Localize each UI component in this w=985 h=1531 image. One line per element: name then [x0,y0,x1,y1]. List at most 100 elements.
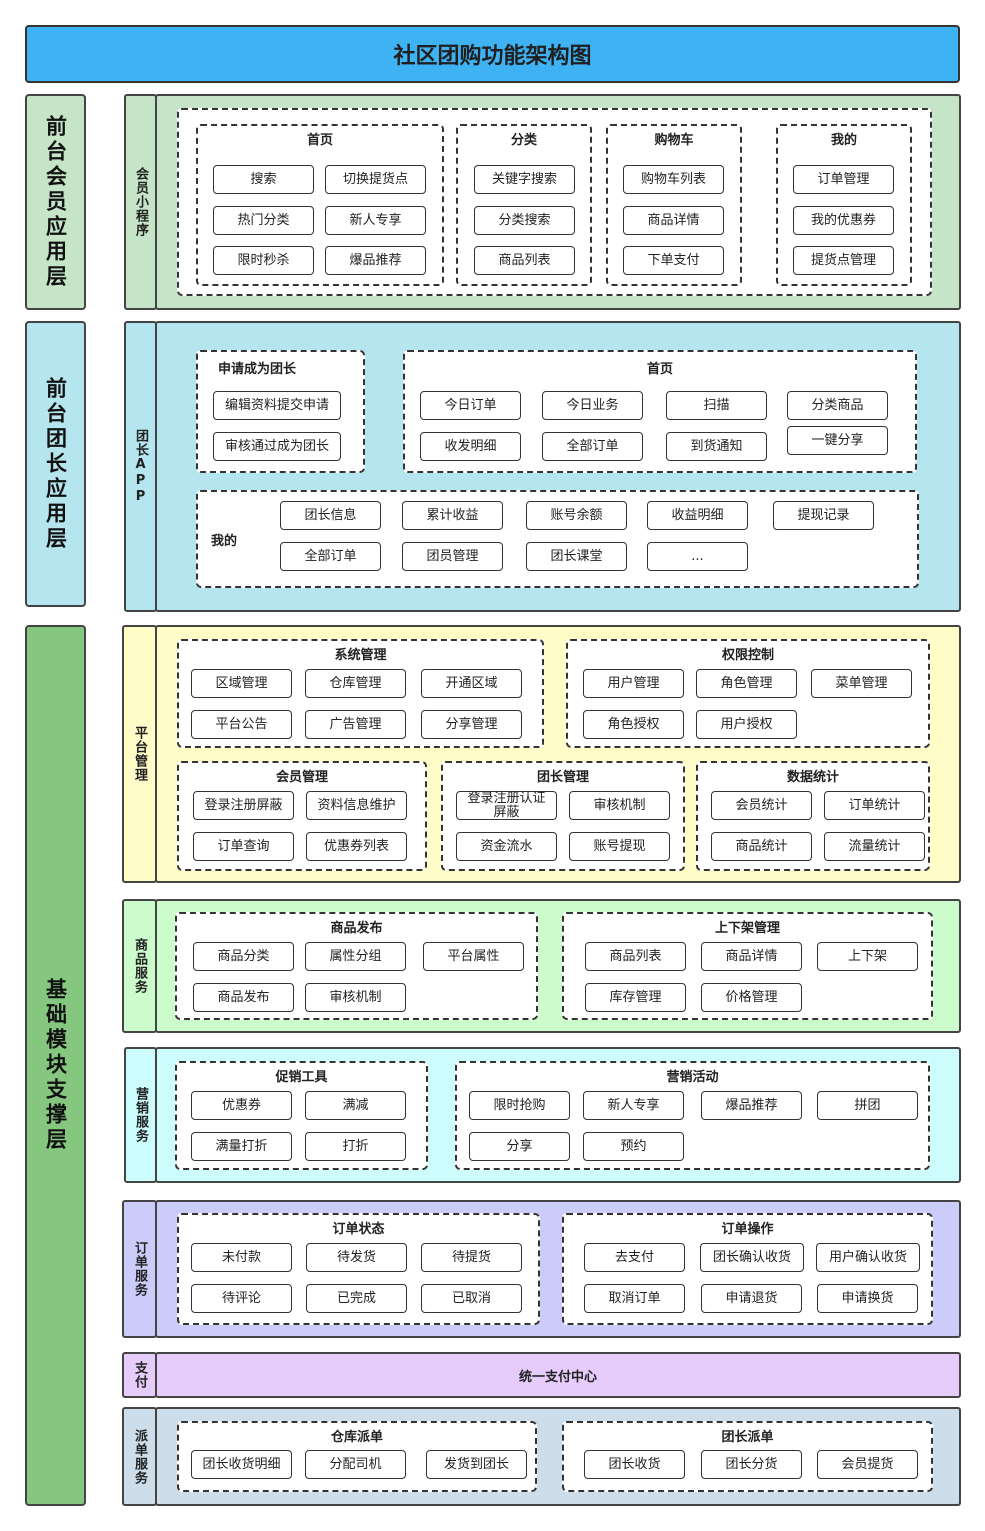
feature-box: 流量统计 [824,832,925,861]
feature-box: 新人专享 [583,1091,684,1120]
feature-box: 分享 [469,1132,570,1161]
feature-box: 上下架 [817,942,918,971]
feature-box: 角色授权 [583,710,684,739]
group-title: 分类 [510,133,537,148]
feature-box: 扫描 [666,391,767,420]
feature-box: 商品分类 [193,942,294,971]
feature-box: 属性分组 [305,942,406,971]
group-title: 营销活动 [666,1070,719,1085]
feature-box: 商品列表 [474,246,575,275]
feature-box: 今日订单 [420,391,521,420]
feature-box: 商品统计 [711,832,812,861]
feature-box: 平台属性 [423,942,524,971]
section-payment: 统一支付中心 [155,1352,961,1398]
feature-box: 满减 [305,1091,406,1120]
feature-box: 热门分类 [213,206,314,235]
feature-box: 订单查询 [193,832,294,861]
feature-box: 拼团 [817,1091,918,1120]
feature-box: 商品详情 [623,206,724,235]
feature-box: 分类搜索 [474,206,575,235]
feature-box: 满量打折 [191,1132,292,1161]
feature-box: 商品详情 [701,942,802,971]
group-title: 我的 [830,133,857,148]
feature-box: 待提货 [421,1243,522,1272]
feature-box: 团员管理 [402,542,503,571]
feature-box: 切换提货点 [325,165,426,194]
group-title: 首页 [646,362,673,377]
feature-box: 订单管理 [793,165,894,194]
feature-box: 申请退货 [701,1284,802,1313]
feature-box: 团长课堂 [526,542,627,571]
feature-box: 我的优惠券 [793,206,894,235]
group-title: 订单状态 [332,1222,385,1237]
section-label-payment: 支付 [122,1352,157,1398]
group-title: 我的 [211,534,238,549]
feature-box: 团长分货 [701,1450,802,1479]
group-title: 购物车 [654,133,694,148]
feature-box: ... [647,542,748,571]
feature-box: 分享管理 [421,710,522,739]
feature-box: 订单统计 [824,791,925,820]
feature-box: 今日业务 [542,391,643,420]
feature-box: 收发明细 [420,432,521,461]
section-label-goods: 商品服务 [122,899,157,1033]
group-title: 订单操作 [721,1222,774,1237]
feature-box: 申请换货 [817,1284,918,1313]
feature-box: 取消订单 [584,1284,685,1313]
feature-box: 搜索 [213,165,314,194]
feature-box: 限时秒杀 [213,246,314,275]
feature-box: 区域管理 [191,669,292,698]
feature-box: 提货点管理 [793,246,894,275]
group-title: 团长管理 [536,770,589,785]
feature-box: 审核机制 [569,791,670,820]
feature-box: 账号余额 [526,501,627,530]
group-title: 仓库派单 [330,1430,383,1445]
group-title: 促销工具 [275,1070,328,1085]
payment-center-label: 统一支付中心 [518,1369,597,1385]
feature-box: 限时抢购 [469,1091,570,1120]
layer-frontend-member: 前台会员应用层 [25,94,86,310]
feature-box: 全部订单 [280,542,381,571]
feature-box: 角色管理 [696,669,797,698]
feature-box: 库存管理 [585,983,686,1012]
feature-box: 审核机制 [305,983,406,1012]
group-title: 会员管理 [275,770,328,785]
group-title: 首页 [306,133,333,148]
layer-foundation-label: 基础模块支撑层 [43,978,68,1153]
feature-box: 爆品推荐 [325,246,426,275]
feature-box: 用户管理 [583,669,684,698]
feature-box: 用户授权 [696,710,797,739]
feature-box: 到货通知 [666,432,767,461]
feature-box: 预约 [583,1132,684,1161]
feature-box: 平台公告 [191,710,292,739]
feature-box: 广告管理 [305,710,406,739]
feature-box: 登录注册认证屏蔽 [456,791,557,820]
section-label-platform: 平台管理 [122,625,157,883]
layer-frontend-member-label: 前台会员应用层 [43,114,68,290]
section-label-order: 订单服务 [122,1200,157,1338]
feature-box: 商品发布 [193,983,294,1012]
feature-box: 价格管理 [701,983,802,1012]
feature-box: 团长信息 [280,501,381,530]
diagram-title: 社区团购功能架构图 [25,25,960,83]
feature-box: 团长收货 [584,1450,685,1479]
feature-box: 已取消 [421,1284,522,1313]
group-title: 上下架管理 [714,921,780,936]
feature-box: 发货到团长 [426,1450,527,1479]
feature-box: 优惠券 [191,1091,292,1120]
feature-box: 下单支付 [623,246,724,275]
group-title: 申请成为团长 [218,362,297,377]
feature-box: 购物车列表 [623,165,724,194]
feature-box: 登录注册屏蔽 [193,791,294,820]
group-title: 数据统计 [786,770,839,785]
section-label-dispatch: 派单服务 [122,1407,157,1506]
feature-box: 团长收货明细 [191,1450,292,1479]
feature-box: 菜单管理 [811,669,912,698]
feature-box: 账号提现 [569,832,670,861]
group-title: 团长派单 [721,1430,774,1445]
group-title: 权限控制 [721,648,774,663]
feature-box: 会员提货 [817,1450,918,1479]
section-label-member-app: 会员小程序 [124,94,157,310]
feature-box: 分类商品 [787,391,888,420]
feature-box: 待发货 [306,1243,407,1272]
